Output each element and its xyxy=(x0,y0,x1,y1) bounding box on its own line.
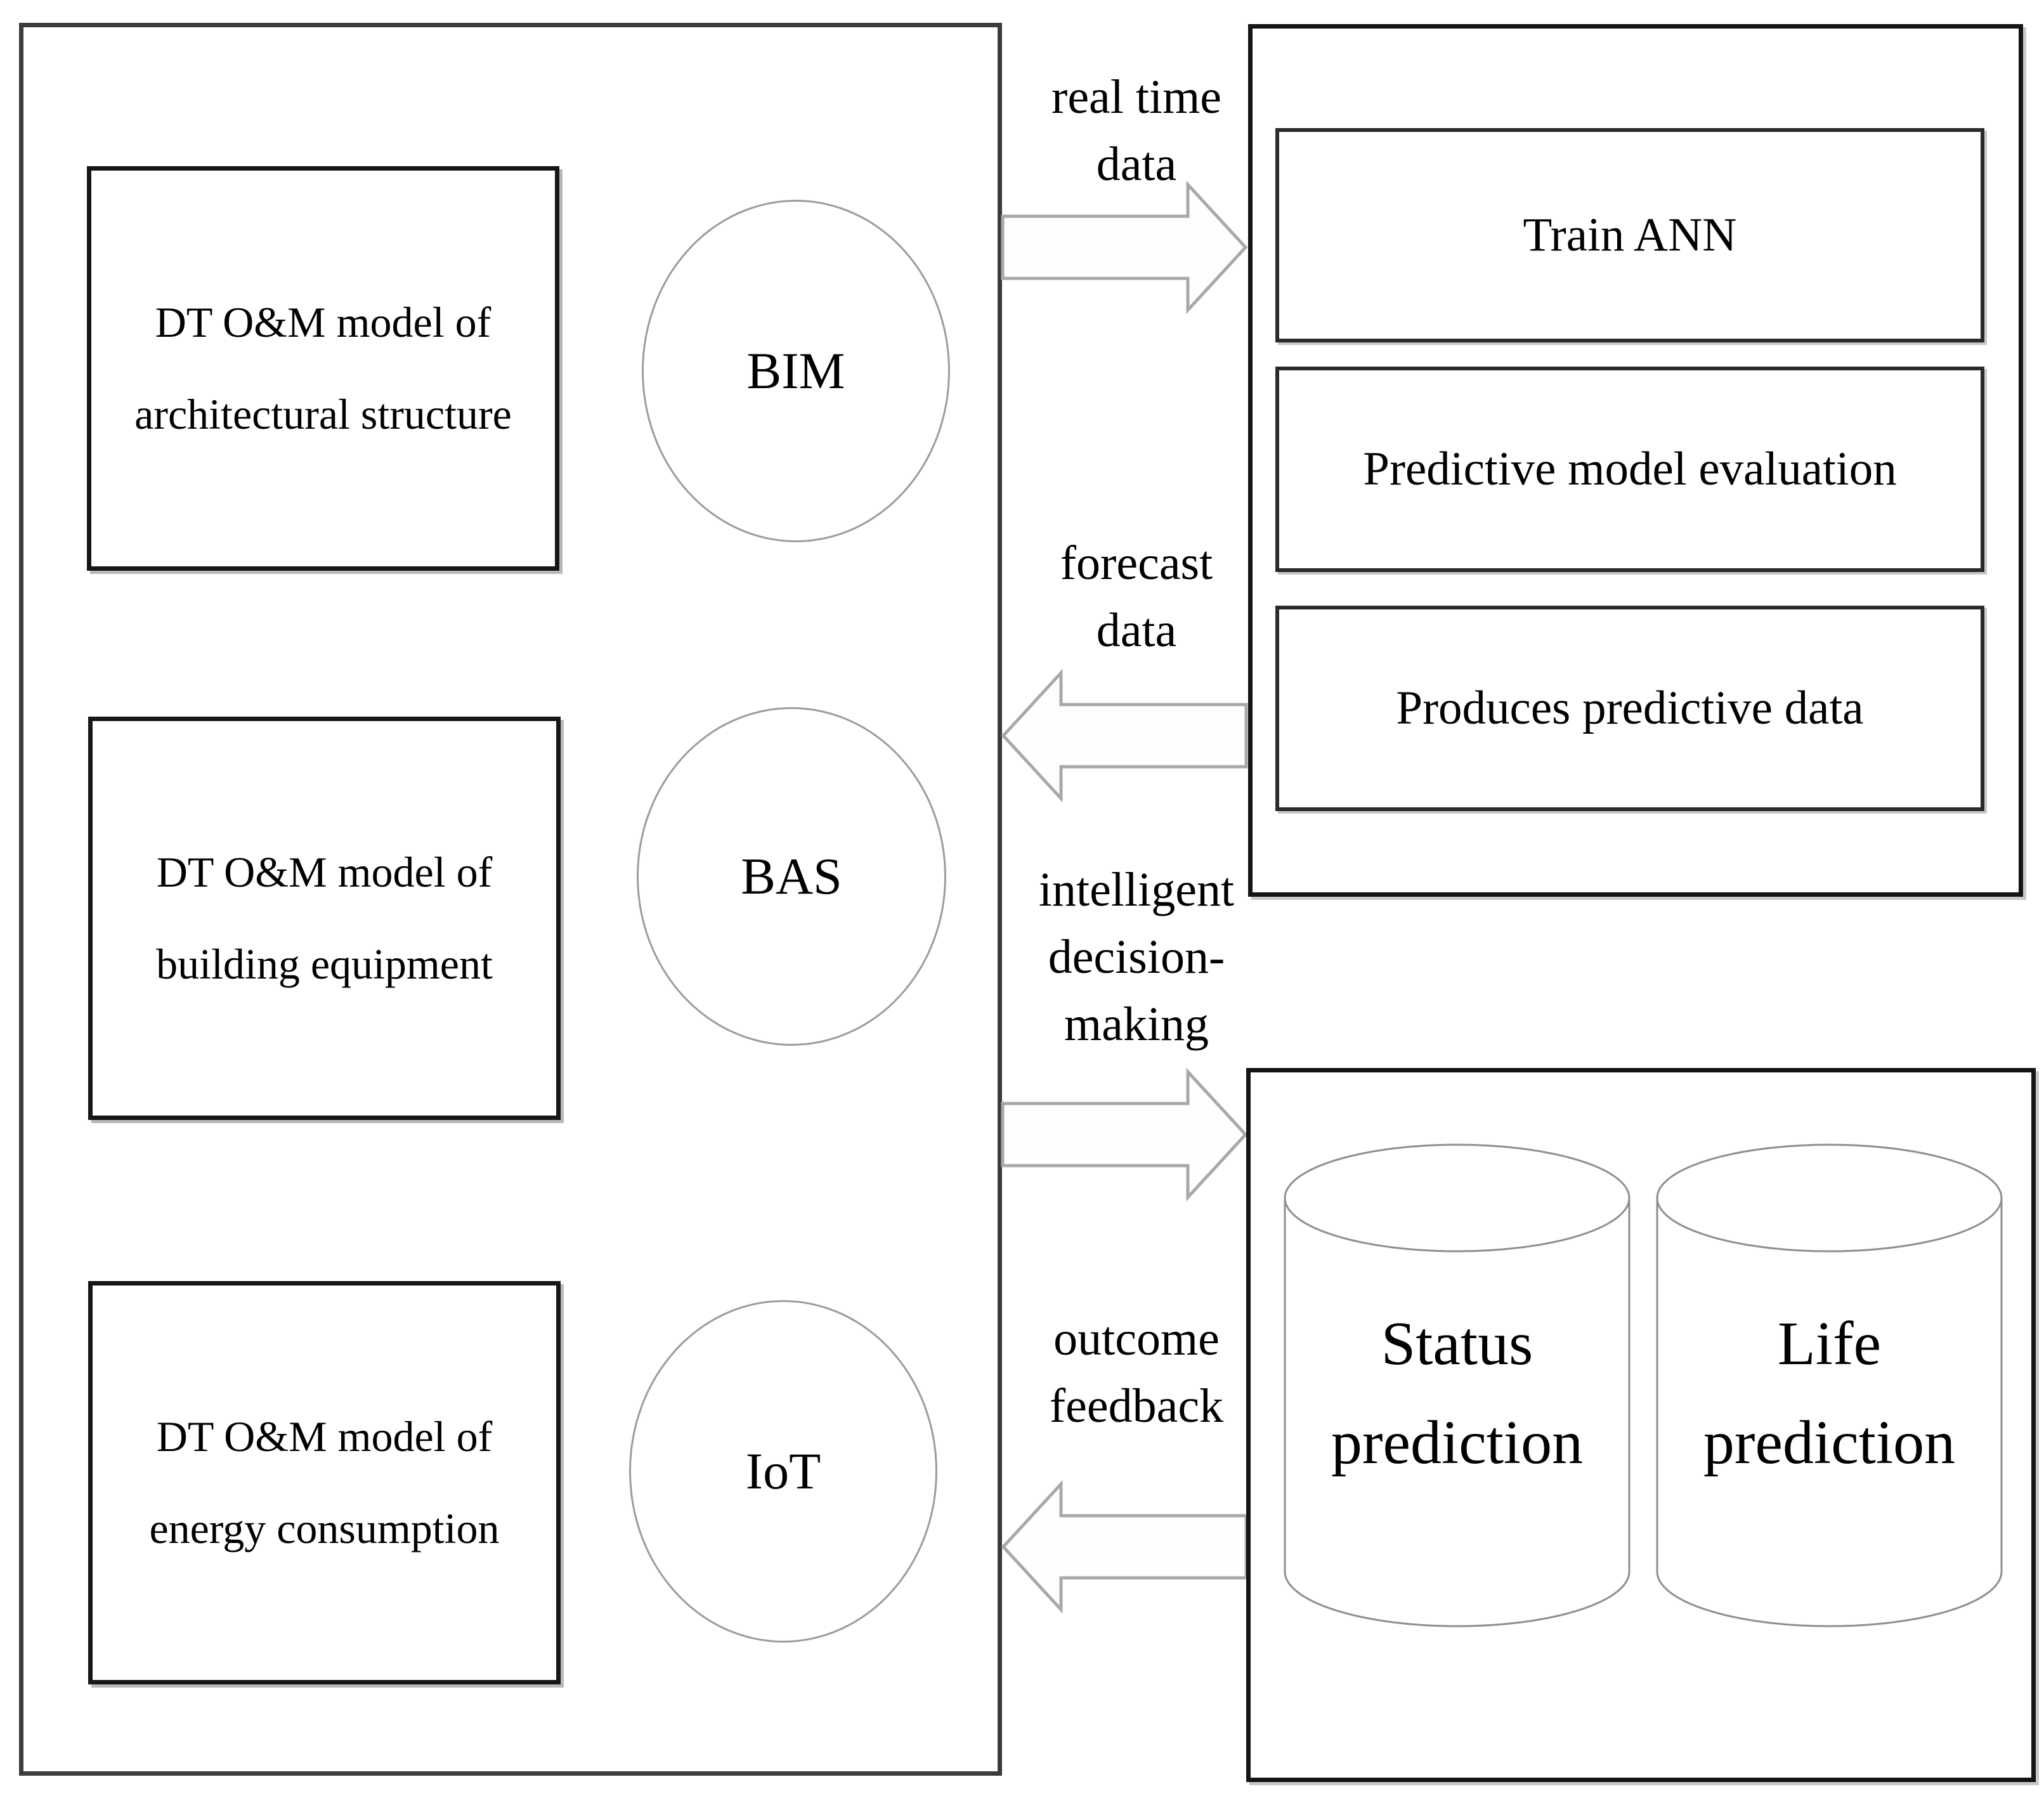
status-prediction-cylinder: Status prediction xyxy=(1283,1142,1631,1628)
model-box-label: DT O&M model of architectural structure xyxy=(134,298,512,438)
predictive-model-evaluation-box: Predictive model evaluation xyxy=(1275,367,1984,572)
ann-pipeline-panel: Train ANN Predictive model evaluation Pr… xyxy=(1248,24,2023,897)
real-time-data-arrow-right-icon xyxy=(1001,181,1248,314)
intelligent-decision-arrow-right-icon xyxy=(1001,1068,1248,1201)
outcome-feedback-arrow-left-icon xyxy=(1001,1480,1248,1613)
model-box-label: DT O&M model of energy consumption xyxy=(149,1412,500,1552)
intelligent-decision-label: intelligent decision- making xyxy=(1038,863,1235,1051)
forecast-data-label: forecast data xyxy=(1060,537,1213,657)
iot-circle: IoT xyxy=(629,1300,937,1643)
real-time-data-label: real time data xyxy=(1051,70,1221,191)
bas-circle-label: BAS xyxy=(741,847,842,905)
bas-circle: BAS xyxy=(637,707,946,1046)
produces-predictive-data-label: Produces predictive data xyxy=(1396,682,1864,734)
produces-predictive-data-box: Produces predictive data xyxy=(1275,606,1984,811)
database-cylinder-icon xyxy=(1656,1143,2003,1627)
life-prediction-cylinder: Life prediction xyxy=(1655,1142,2003,1628)
prediction-results-panel: Status prediction Life prediction xyxy=(1246,1068,2036,1782)
model-box-architectural-structure: DT O&M model of architectural structure xyxy=(87,166,559,571)
outcome-feedback-label: outcome feedback xyxy=(1049,1312,1224,1433)
database-cylinder-icon xyxy=(1284,1143,1631,1627)
iot-circle-label: IoT xyxy=(745,1442,821,1500)
bim-circle: BIM xyxy=(642,200,950,542)
bim-circle-label: BIM xyxy=(746,342,845,400)
train-ann-label: Train ANN xyxy=(1523,209,1737,261)
life-prediction-label: Life prediction xyxy=(1703,1310,1956,1477)
model-box-label: DT O&M model of building equipment xyxy=(156,848,493,988)
train-ann-box: Train ANN xyxy=(1275,128,1984,342)
model-box-building-equipment: DT O&M model of building equipment xyxy=(88,717,561,1120)
forecast-data-arrow-left-icon xyxy=(1001,669,1248,802)
model-box-energy-consumption: DT O&M model of energy consumption xyxy=(88,1281,561,1684)
status-prediction-label: Status prediction xyxy=(1331,1310,1584,1477)
predictive-model-evaluation-label: Predictive model evaluation xyxy=(1363,443,1897,495)
